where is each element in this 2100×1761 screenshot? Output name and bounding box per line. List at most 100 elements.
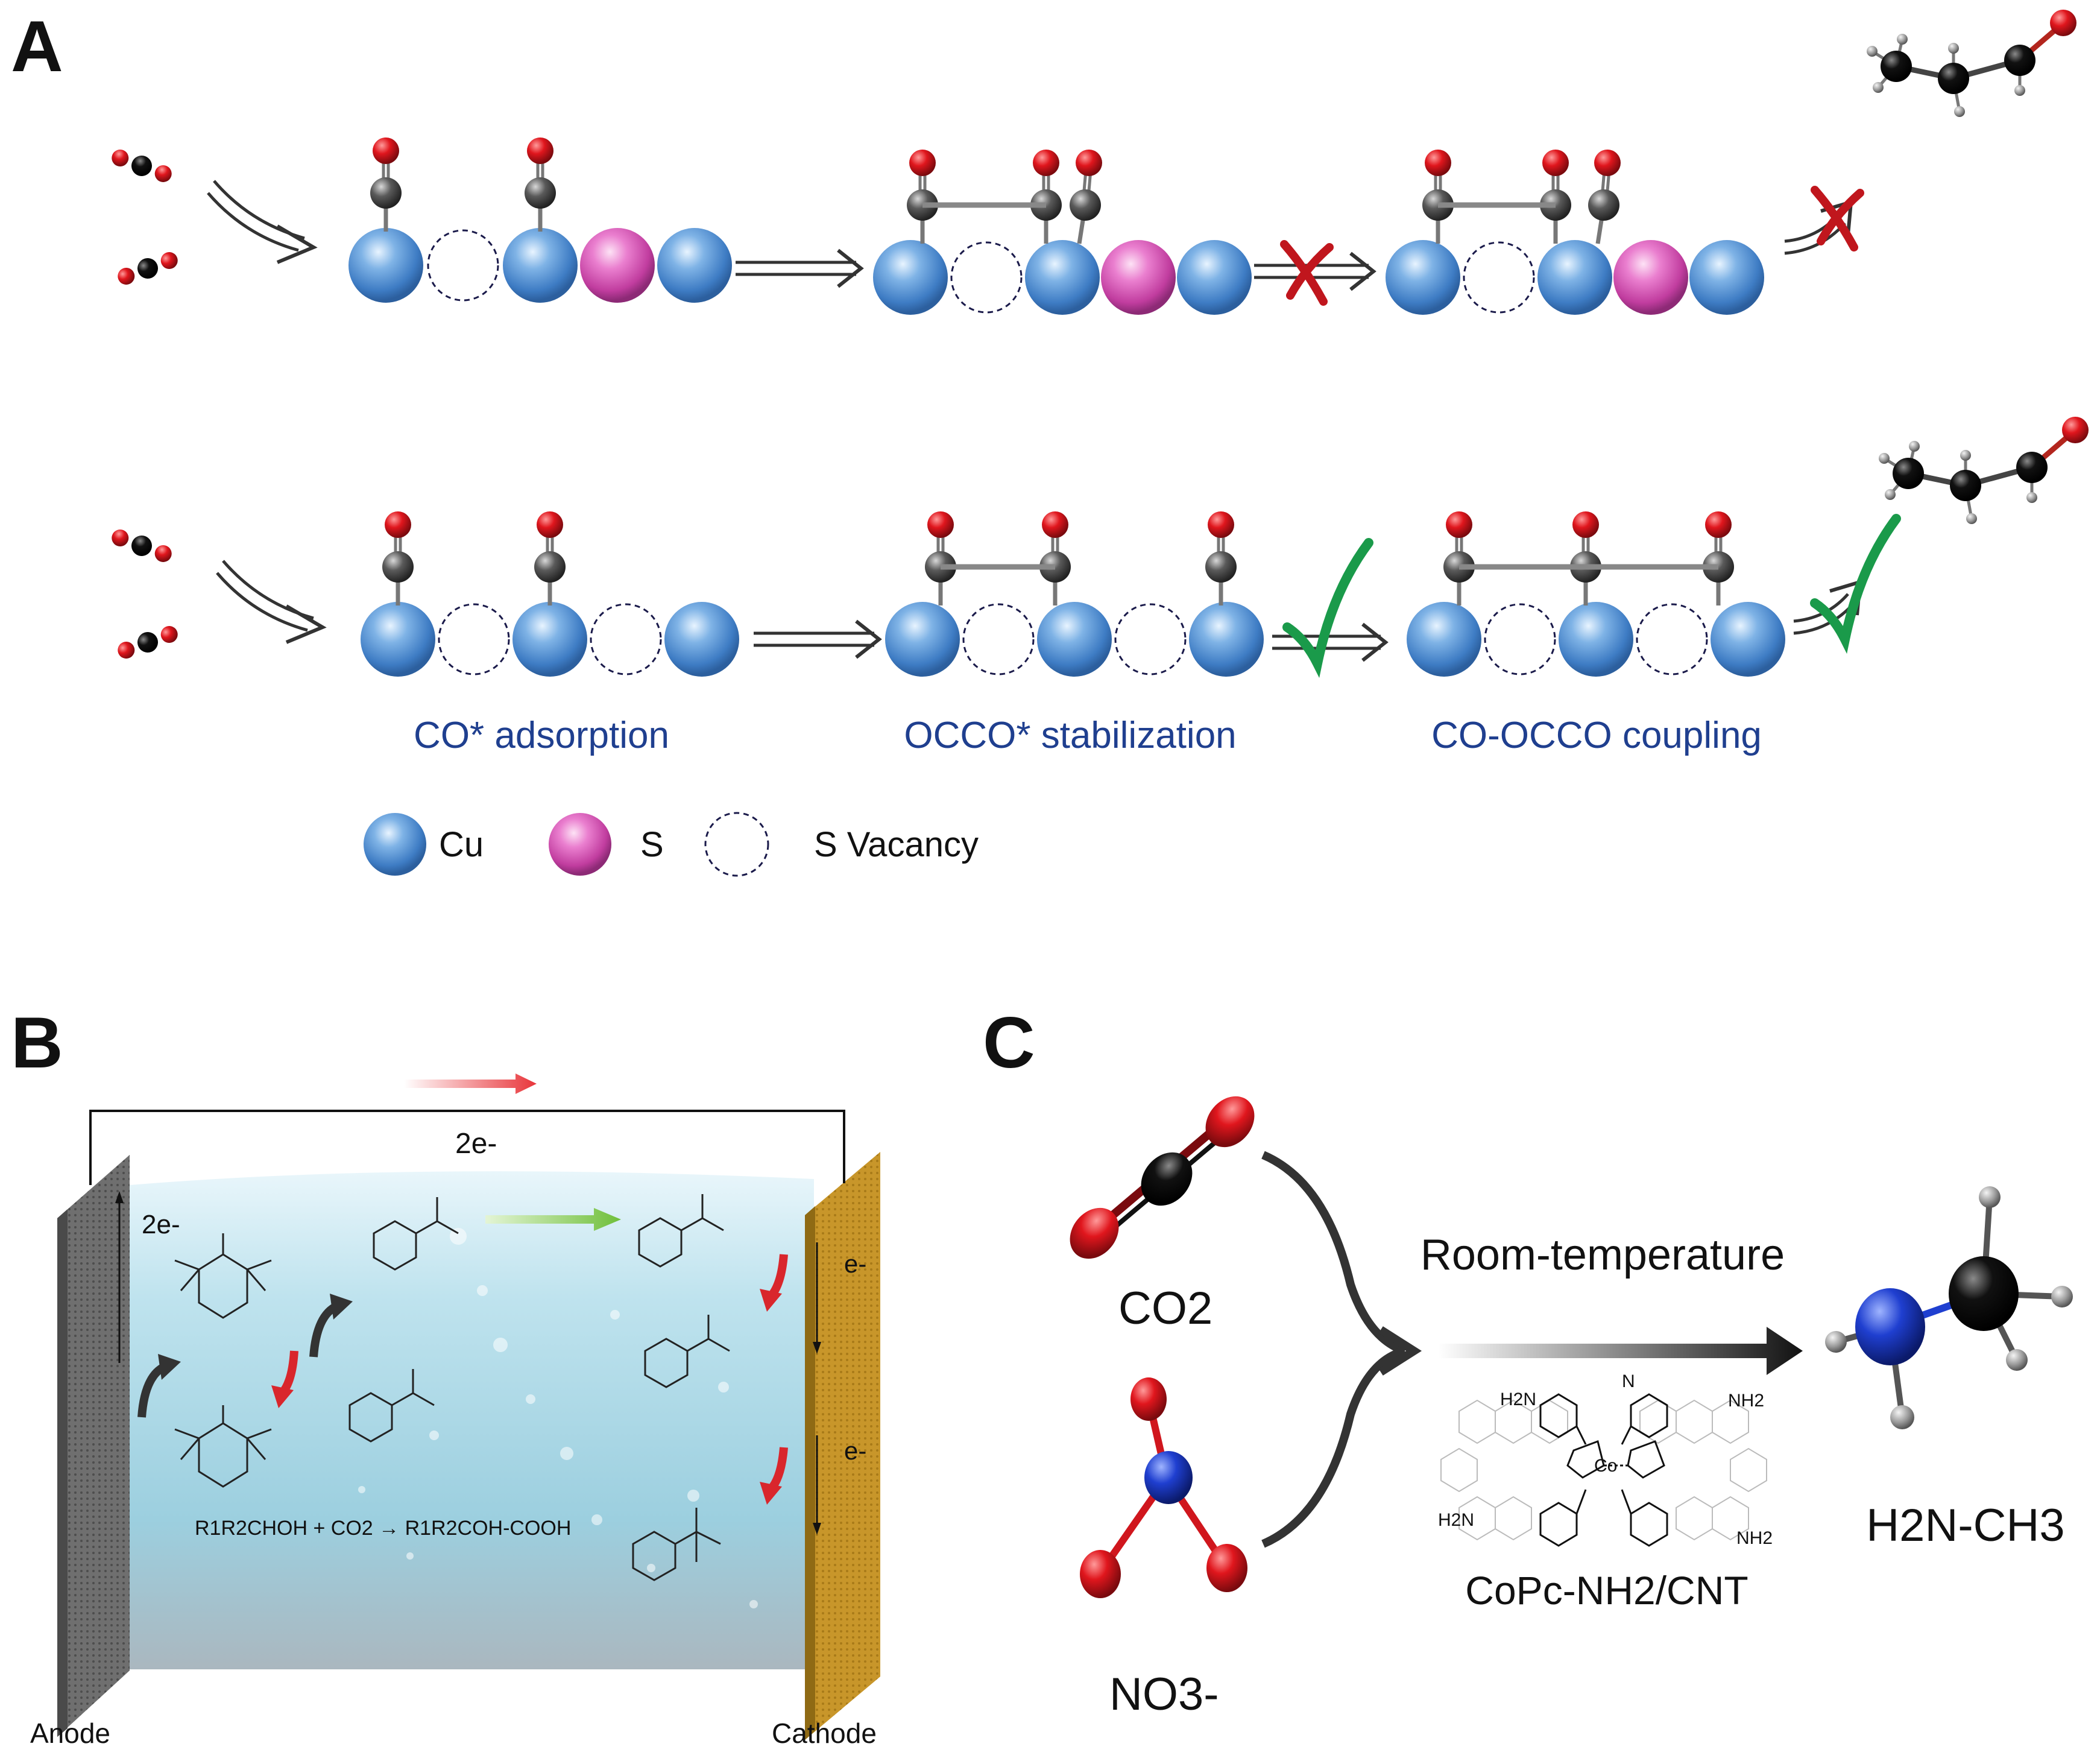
carbon-atom bbox=[1070, 189, 1101, 221]
cu-atom bbox=[1537, 240, 1612, 315]
co2-gas bbox=[118, 252, 178, 285]
panel-c: CO2 NO3- Room-temperature bbox=[1070, 1096, 2073, 1720]
hydrogen-atom bbox=[2026, 492, 2037, 503]
bubbles bbox=[358, 1228, 758, 1608]
catalyst-structure: Co H2N NH2 H2N NH2 N bbox=[1438, 1371, 1773, 1548]
check-mark bbox=[1282, 538, 1373, 678]
hydrogen-atom bbox=[2014, 85, 2025, 96]
legend-s-label: S bbox=[640, 825, 664, 864]
no3-molecule bbox=[1080, 1377, 1247, 1598]
panel-c-letter: C bbox=[983, 1002, 1035, 1083]
gas-atom bbox=[154, 165, 172, 182]
hydrogen-atom bbox=[1885, 489, 1896, 500]
vacancy-site bbox=[1463, 241, 1535, 314]
cu-atom bbox=[1177, 240, 1252, 315]
cu-atom bbox=[1689, 240, 1764, 315]
electrolyte bbox=[130, 1171, 814, 1669]
carbon-atom bbox=[1893, 458, 1924, 489]
oxygen-atom bbox=[927, 511, 954, 538]
legend-s-swatch bbox=[549, 813, 611, 876]
molecule-sketches bbox=[174, 1194, 730, 1581]
gas-atom bbox=[131, 536, 152, 556]
gas-atom bbox=[118, 267, 135, 285]
vacancy-site bbox=[1636, 603, 1708, 675]
cu-atom bbox=[1559, 602, 1633, 677]
arrow-head bbox=[1361, 622, 1389, 662]
stage-label-co-adsorption: CO* adsorption bbox=[414, 715, 669, 756]
cross-mark bbox=[1817, 189, 1864, 245]
oxygen-atom bbox=[1425, 150, 1451, 176]
oxygen-atom bbox=[909, 150, 936, 176]
cu-atom bbox=[348, 228, 423, 303]
arrow-head bbox=[285, 604, 327, 644]
carbon-atom bbox=[1950, 470, 1981, 501]
carbon-atom bbox=[1881, 51, 1912, 82]
cu-atom bbox=[1407, 602, 1481, 677]
oxygen-atom bbox=[1042, 511, 1068, 538]
carbon-atom bbox=[1588, 189, 1619, 221]
cross-mark bbox=[1286, 243, 1334, 300]
gas-atom bbox=[131, 156, 152, 176]
carbon-atom bbox=[534, 551, 566, 583]
check-mark bbox=[1810, 514, 1901, 654]
cu-atom bbox=[1189, 602, 1264, 677]
hydrogen-atom bbox=[1909, 441, 1920, 452]
co2-gas bbox=[112, 530, 172, 562]
oxygen-atom bbox=[1572, 511, 1599, 538]
vacancy-site bbox=[438, 603, 510, 675]
electron-top-label: 2e- bbox=[455, 1128, 497, 1160]
hydrogen-atom bbox=[1954, 106, 1965, 117]
arrow-line bbox=[216, 572, 308, 632]
oxygen-atom bbox=[2050, 10, 2076, 36]
product-label: H2N-CH3 bbox=[1866, 1500, 2064, 1551]
cu-atom bbox=[1037, 602, 1112, 677]
cu-atom bbox=[885, 602, 960, 677]
panel-a-letter: A bbox=[11, 6, 63, 87]
co2-gas bbox=[112, 150, 172, 182]
arrow-line bbox=[222, 560, 314, 620]
oxygen-atom bbox=[1594, 150, 1621, 176]
cu-atom bbox=[664, 602, 739, 677]
gas-atom bbox=[112, 150, 129, 167]
arrow-line bbox=[1784, 222, 1846, 255]
legend: Cu S S Vacancy bbox=[364, 812, 979, 877]
carbon-atom bbox=[2016, 452, 2048, 483]
cu-atom bbox=[512, 602, 587, 677]
vacancy-site bbox=[950, 241, 1023, 314]
legend-cu-label: Cu bbox=[439, 825, 484, 864]
methylamine-molecule bbox=[1825, 1186, 2073, 1429]
vacancy-site bbox=[427, 229, 499, 302]
gas-atom bbox=[112, 530, 129, 547]
gas-atom bbox=[154, 545, 172, 562]
hydrogen-atom bbox=[1873, 82, 1884, 93]
reaction-equation: R1R2CHOH + CO2 → R1R2COH-COOH bbox=[195, 1517, 571, 1540]
electron-flow-arrow bbox=[404, 1073, 537, 1094]
electron-cathode-label-1: e- bbox=[844, 1250, 866, 1278]
hydrogen-atom bbox=[1879, 453, 1890, 464]
vacancy-site bbox=[962, 603, 1035, 675]
vacancy-site bbox=[590, 603, 662, 675]
cathode-label: Cathode bbox=[772, 1718, 877, 1749]
oxygen-atom bbox=[1542, 150, 1569, 176]
cu-atom bbox=[1025, 240, 1100, 315]
arrow-line bbox=[207, 192, 299, 252]
vacancy-site bbox=[1114, 603, 1187, 675]
arrow-head bbox=[1349, 251, 1376, 291]
oxygen-atom bbox=[537, 511, 563, 538]
catalyst-h2n-top: H2N bbox=[1500, 1390, 1536, 1409]
gas-atom bbox=[137, 258, 158, 279]
oxygen-atom bbox=[1076, 150, 1102, 176]
catalyst-h2n-bottom: H2N bbox=[1438, 1510, 1474, 1530]
hydrogen-atom bbox=[1897, 34, 1908, 45]
oxygen-atom bbox=[1705, 511, 1732, 538]
co2-gas bbox=[118, 626, 178, 659]
gas-atom bbox=[160, 626, 178, 643]
cathode-plate bbox=[805, 1152, 880, 1740]
cu-atom bbox=[1386, 240, 1460, 315]
reaction-arrow bbox=[1438, 1327, 1803, 1375]
catalyst-co-atom: Co bbox=[1594, 1456, 1617, 1476]
cu-atom bbox=[657, 228, 732, 303]
gas-atom bbox=[118, 641, 135, 659]
hydrogen-atom bbox=[1867, 46, 1878, 57]
stage-label-co-occo-coupling: CO-OCCO coupling bbox=[1431, 715, 1762, 756]
